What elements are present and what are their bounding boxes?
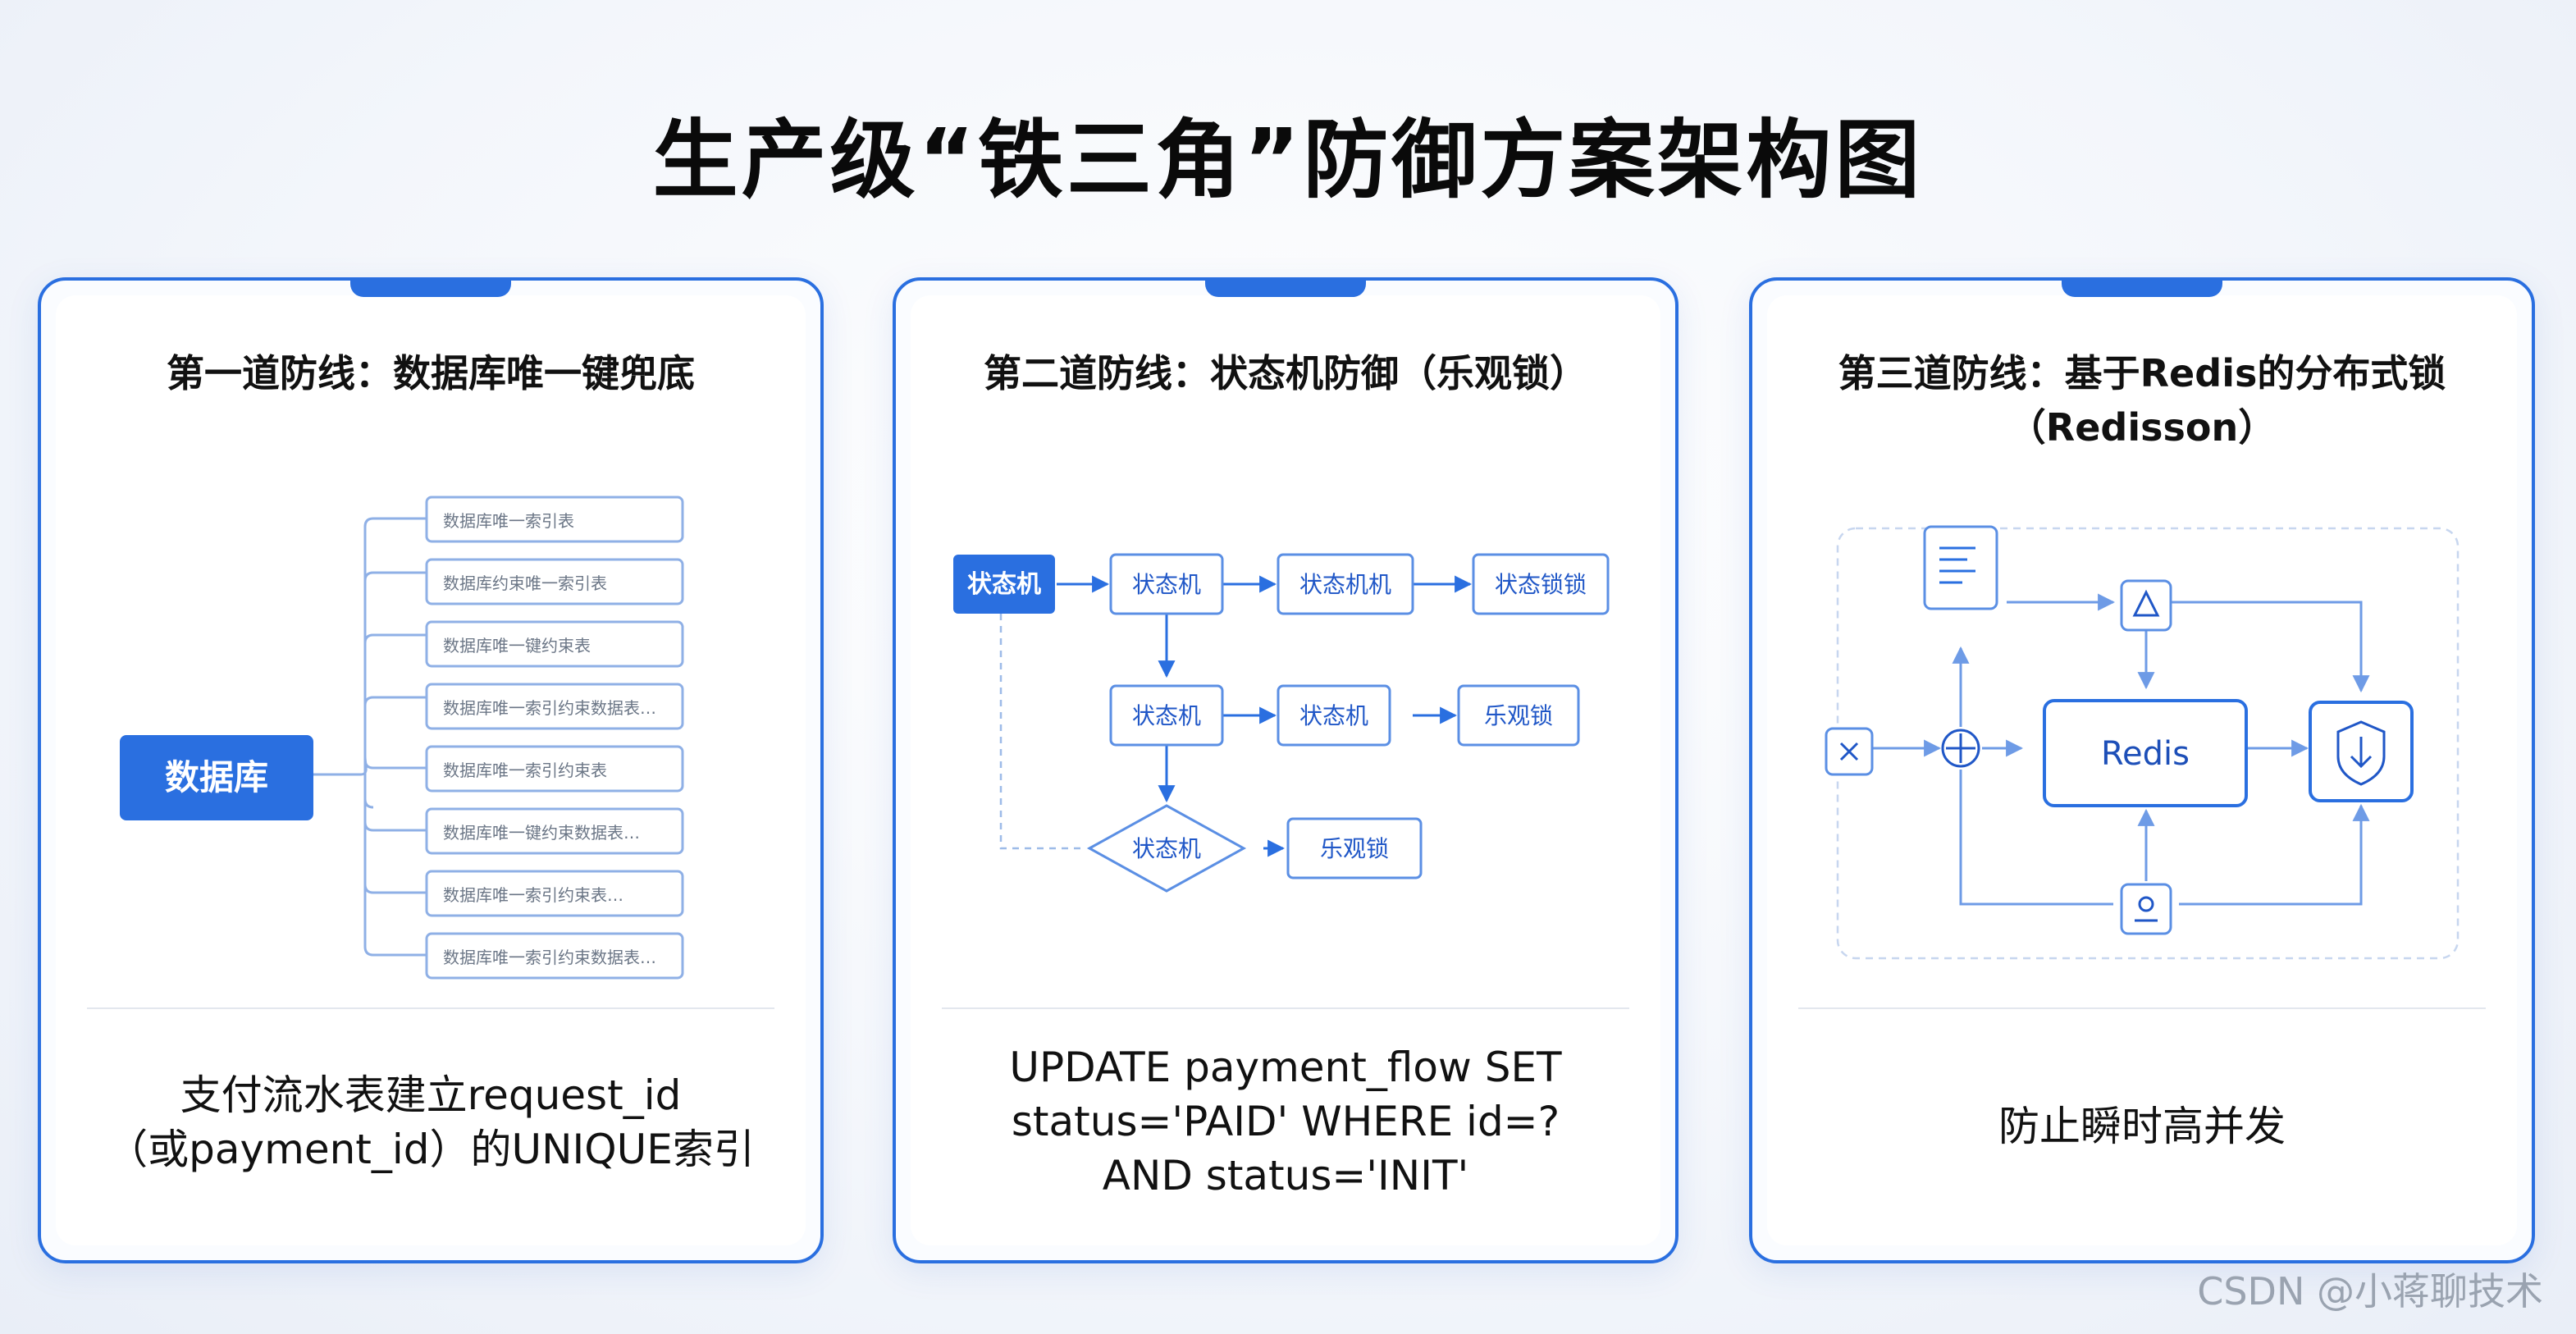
node-label: 状态机 — [1132, 835, 1201, 862]
close-icon — [1839, 742, 1859, 761]
leaf-box — [425, 870, 684, 917]
leaf-box — [425, 496, 684, 543]
leaf-label: 数据库唯一索引约束数据表… — [443, 948, 656, 967]
node-label: 乐观锁 — [1484, 702, 1553, 729]
page-title: 生产级“铁三角”防御方案架构图 — [652, 110, 1924, 210]
footer-line: UPDATE payment_flow SET — [1009, 1044, 1562, 1091]
card-divider — [942, 1007, 1629, 1009]
leaf-label: 数据库唯一索引表 — [443, 511, 574, 531]
card-third-defense: 第三道防线：基于Redis的分布式锁 （Redisson） — [1749, 277, 2535, 1263]
card2-diagram: 状态机 状态机 状态机机 状态锁锁 状态机 状态机 乐观锁 状态机 乐观锁 — [953, 553, 1610, 893]
document-node — [1923, 525, 1998, 610]
footer-line: 支付流水表建立request_id — [180, 1071, 682, 1119]
decision-diamond — [1086, 804, 1247, 893]
card-title: 第一道防线：数据库唯一键兜底 — [167, 351, 695, 395]
node-label: 状态机 — [1132, 702, 1201, 729]
leaf-label: 数据库唯一索引约束表… — [443, 885, 623, 905]
card-footer: 防止瞬时高并发 — [1769, 1099, 2515, 1154]
node-label: 状态机 — [1299, 702, 1368, 729]
card-footer: UPDATE payment_flow SET status='PAID' WH… — [912, 1040, 1659, 1203]
node-label: 乐观锁 — [1320, 835, 1389, 862]
leaf-box — [425, 932, 684, 980]
leaf-box — [425, 807, 684, 855]
state-box — [1109, 553, 1224, 615]
state-box — [1286, 817, 1423, 879]
card-title-line: 第三道防线：基于Redis的分布式锁 — [1838, 351, 2446, 395]
node-label: 状态机机 — [1299, 571, 1391, 598]
document-icon — [1939, 546, 1975, 584]
card-title-line: （Redisson） — [2007, 405, 2277, 450]
state-box — [1109, 684, 1224, 747]
plus-circle-icon — [1941, 729, 1980, 768]
root-node — [120, 735, 313, 820]
card-title: 第三道防线：基于Redis的分布式锁 （Redisson） — [1777, 346, 2507, 455]
start-node — [953, 555, 1055, 614]
state-box — [1472, 553, 1610, 615]
leaf-label: 数据库约束唯一索引表 — [443, 573, 607, 593]
watermark: CSDN @小蒋聊技术 — [2197, 1269, 2543, 1313]
card-tab — [1205, 277, 1366, 297]
root-label: 数据库 — [165, 757, 268, 797]
start-label: 状态机 — [967, 570, 1041, 599]
leaf-label: 数据库唯一键约束数据表… — [443, 823, 640, 843]
redis-label: Redis — [2101, 735, 2190, 773]
leaf-box — [425, 683, 684, 730]
state-box — [1277, 553, 1414, 615]
footer-line: （或payment_id）的UNIQUE索引 — [107, 1126, 755, 1173]
leaf-label: 数据库唯一索引约束数据表… — [443, 698, 656, 718]
redis-node — [2043, 699, 2248, 807]
leaf-box — [425, 558, 684, 605]
user-icon — [2135, 896, 2158, 922]
node-label: 状态锁锁 — [1495, 571, 1587, 598]
footer-line: AND status='INIT' — [1102, 1152, 1469, 1199]
triangle-icon — [2132, 589, 2160, 617]
state-box — [1457, 684, 1580, 747]
shield-icon — [2336, 720, 2386, 786]
card3-diagram: Redis — [1825, 525, 2460, 960]
triangle-node — [2120, 579, 2172, 632]
node-label: 状态机 — [1132, 571, 1201, 598]
card-tab — [2062, 277, 2222, 297]
leaf-box — [425, 745, 684, 793]
leaf-box — [425, 620, 684, 668]
card-divider — [1798, 1007, 2486, 1009]
leaf-label: 数据库唯一索引约束表 — [443, 761, 607, 780]
footer-line: status='PAID' WHERE id=? — [1011, 1098, 1560, 1145]
footer-line: 防止瞬时高并发 — [1998, 1103, 2286, 1150]
leaf-list: 数据库唯一索引表数据库约束唯一索引表数据库唯一键约束表数据库唯一索引约束数据表…… — [425, 496, 684, 980]
card-first-defense: 第一道防线：数据库唯一键兜底 数据库 数据库唯一索引表数据库约束唯一索引表数据库… — [38, 277, 824, 1263]
state-box — [1277, 684, 1391, 747]
leaf-label: 数据库唯一键约束表 — [443, 636, 591, 656]
card-inner — [911, 295, 1660, 1245]
card1-diagram: 数据库 数据库唯一索引表数据库约束唯一索引表数据库唯一键约束表数据库唯一索引约束… — [120, 496, 684, 980]
card-footer: 支付流水表建立request_id （或payment_id）的UNIQUE索引 — [57, 1068, 804, 1176]
card-divider — [87, 1007, 774, 1009]
card-second-defense: 第二道防线：状态机防御（乐观锁） 状态机 — [893, 277, 1679, 1263]
user-node — [2120, 883, 2172, 935]
card-title: 第二道防线：状态机防御（乐观锁） — [984, 351, 1587, 395]
card-tab — [350, 277, 511, 297]
